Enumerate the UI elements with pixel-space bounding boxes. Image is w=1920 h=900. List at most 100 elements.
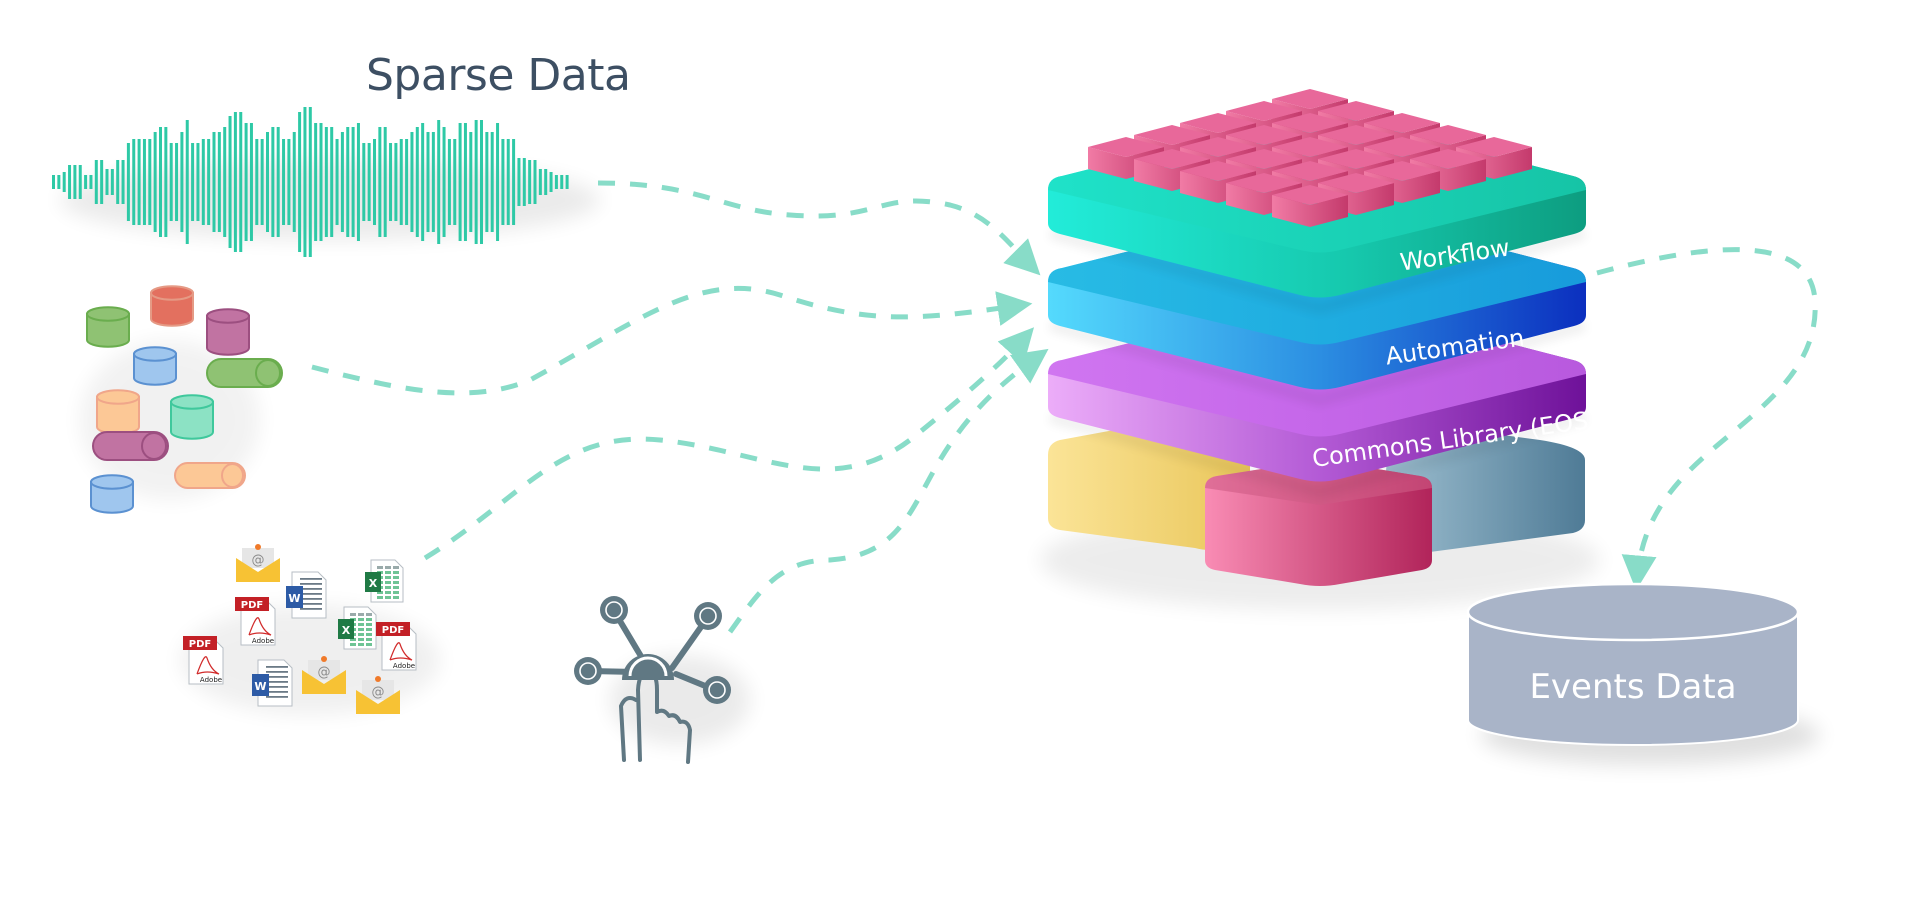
waveform-bar bbox=[223, 127, 227, 237]
connectors bbox=[311, 180, 1818, 634]
database-cylinder-icon bbox=[96, 389, 140, 435]
pdf-document-icon: PDF Adobe bbox=[235, 597, 276, 646]
waveform-bar bbox=[351, 127, 355, 237]
waveform-bar bbox=[512, 139, 516, 225]
waveform-bar bbox=[415, 127, 419, 237]
waveform-bar bbox=[533, 160, 537, 204]
waveform-bar bbox=[164, 127, 168, 237]
waveform-bar bbox=[249, 123, 253, 241]
waveform-bar bbox=[137, 139, 141, 225]
waveform-bar bbox=[68, 165, 72, 199]
waveform-bar bbox=[180, 132, 184, 232]
waveform-bar bbox=[554, 175, 558, 189]
touch-network-icon bbox=[574, 596, 750, 764]
waveform-bar bbox=[308, 107, 312, 257]
svg-text:PDF: PDF bbox=[382, 625, 404, 636]
svg-text:W: W bbox=[288, 592, 300, 605]
waveform-bar bbox=[506, 139, 510, 225]
database-cluster-icon bbox=[80, 285, 283, 514]
database-pill-icon bbox=[206, 358, 283, 388]
excel-document-icon: X bbox=[338, 606, 377, 650]
waveform-bar bbox=[260, 139, 264, 225]
email-icon: @ bbox=[236, 544, 280, 582]
database-pill-icon bbox=[92, 431, 169, 461]
waveform-bar bbox=[346, 127, 350, 237]
svg-text:Adobe: Adobe bbox=[200, 676, 222, 684]
word-document-icon: W bbox=[286, 571, 327, 619]
grid-tile bbox=[1456, 137, 1532, 179]
waveform-bar bbox=[426, 132, 430, 232]
connector-waveform-to-stack bbox=[597, 180, 1041, 276]
waveform-bar bbox=[175, 143, 179, 221]
waveform-bar bbox=[319, 123, 323, 241]
diagram-title: Sparse Data bbox=[366, 50, 631, 101]
waveform-bar bbox=[303, 107, 307, 257]
waveform-bar bbox=[94, 160, 98, 204]
waveform-bar bbox=[431, 132, 435, 232]
svg-text:PDF: PDF bbox=[241, 600, 263, 611]
waveform-bar bbox=[330, 127, 334, 237]
waveform-bar bbox=[100, 160, 104, 204]
waveform-bar bbox=[298, 112, 302, 252]
waveform-bar bbox=[217, 132, 221, 232]
grid-tile bbox=[1272, 185, 1348, 227]
waveform-bar bbox=[362, 143, 366, 221]
waveform-bar bbox=[544, 169, 548, 195]
word-document-icon: W bbox=[252, 659, 293, 707]
connector-documents-to-stack bbox=[423, 327, 1035, 561]
waveform-bar bbox=[437, 120, 441, 244]
email-icon: @ bbox=[302, 656, 346, 694]
database-cylinder-icon bbox=[86, 306, 130, 348]
waveform-bar bbox=[522, 158, 526, 206]
events-data-cylinder: Events Data bbox=[1466, 582, 1820, 765]
svg-text:PDF: PDF bbox=[189, 639, 211, 650]
waveform-bar bbox=[480, 120, 483, 244]
waveform-bar bbox=[538, 169, 542, 195]
waveform-bar bbox=[207, 139, 211, 225]
waveform-bar bbox=[89, 175, 93, 189]
waveform-bar bbox=[191, 143, 195, 221]
waveform-bar bbox=[549, 172, 553, 192]
waveform-bar bbox=[228, 116, 232, 248]
waveform-bar bbox=[62, 172, 66, 192]
waveform-bar bbox=[153, 132, 157, 232]
database-cylinder-icon bbox=[150, 285, 194, 327]
svg-text:@: @ bbox=[372, 685, 385, 700]
waveform-bar bbox=[528, 160, 532, 204]
waveform-bar bbox=[356, 123, 360, 241]
waveform-bar bbox=[244, 123, 248, 241]
waveform-bar bbox=[469, 132, 473, 232]
waveform-bar bbox=[159, 127, 162, 237]
database-cylinder-icon bbox=[133, 346, 177, 386]
connector-touch-to-stack bbox=[727, 348, 1049, 634]
waveform-bar bbox=[410, 132, 414, 232]
waveform-bar bbox=[405, 139, 409, 225]
waveform-bar bbox=[201, 139, 205, 225]
database-cylinder-icon bbox=[170, 394, 214, 440]
waveform-bar bbox=[142, 139, 146, 225]
waveform-bar bbox=[282, 139, 286, 225]
waveform-bar bbox=[501, 139, 505, 225]
waveform-bar bbox=[185, 120, 189, 244]
waveform-bar bbox=[517, 158, 521, 206]
waveform-bar bbox=[496, 123, 500, 241]
waveform-bar bbox=[335, 139, 339, 225]
waveform-bar bbox=[121, 160, 125, 204]
connector-databases-to-stack bbox=[311, 285, 1033, 396]
waveform-bar bbox=[474, 120, 478, 244]
waveform-bar bbox=[324, 127, 328, 237]
waveform-bar bbox=[314, 123, 318, 241]
waveform-bar bbox=[212, 132, 216, 232]
waveform-bar bbox=[373, 139, 376, 225]
database-pill-icon bbox=[174, 462, 246, 489]
svg-text:Adobe: Adobe bbox=[252, 637, 274, 645]
svg-text:X: X bbox=[369, 577, 378, 590]
svg-text:@: @ bbox=[252, 553, 265, 568]
waveform-bar bbox=[463, 123, 467, 241]
waveform-bar bbox=[110, 169, 114, 195]
waveform-bar bbox=[442, 127, 446, 237]
waveform-bar bbox=[490, 132, 494, 232]
